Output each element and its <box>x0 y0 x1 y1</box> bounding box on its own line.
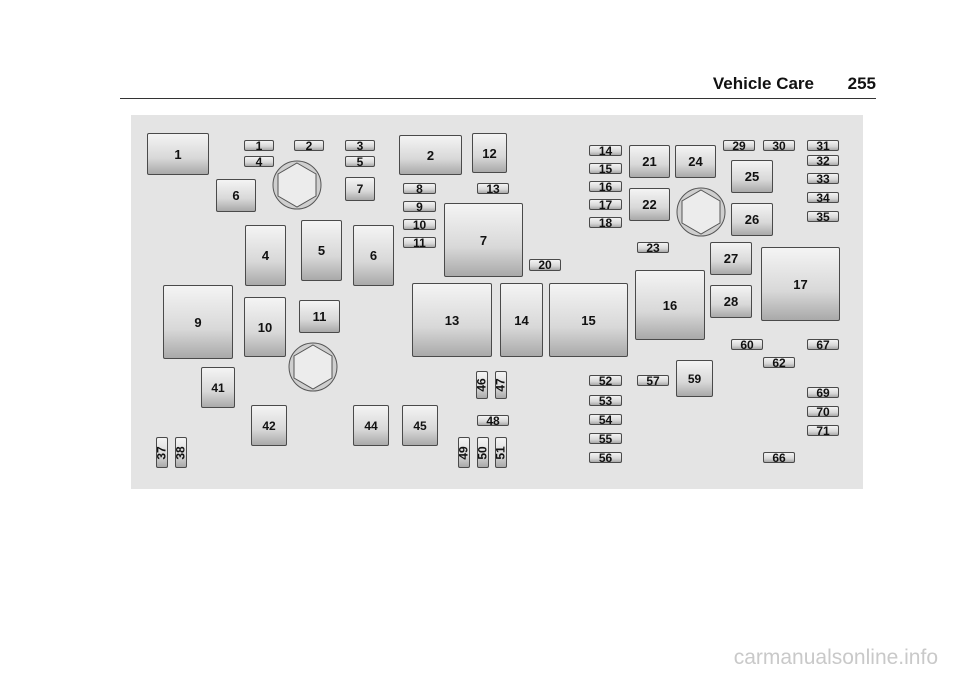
fuse-52: 52 <box>589 375 622 387</box>
fuse-29: 29 <box>723 140 755 152</box>
relay-9: 9 <box>163 285 233 359</box>
fuse-23: 23 <box>637 242 669 254</box>
relay-44: 44 <box>353 405 389 446</box>
hex-bolt-icon <box>676 187 726 237</box>
page-number: 255 <box>847 74 876 93</box>
relay-22: 22 <box>629 188 670 221</box>
fuse-3: 3 <box>345 140 375 152</box>
page-header: Vehicle Care 255 <box>120 72 876 98</box>
fuse-51: 51 <box>494 437 508 468</box>
relay-7: 7 <box>345 177 375 201</box>
relay-16: 16 <box>635 270 705 340</box>
relay-4: 4 <box>245 225 286 286</box>
fuse-10: 10 <box>403 219 436 231</box>
watermark-text: carmanualsonline.info <box>733 646 938 669</box>
relay-21: 21 <box>629 145 670 178</box>
relay-6b: 6 <box>353 225 394 286</box>
fuse-13: 13 <box>477 183 509 195</box>
fuse-50: 50 <box>476 437 490 468</box>
relay-10: 10 <box>244 297 286 357</box>
fuse-9: 9 <box>403 201 436 213</box>
relay-59: 59 <box>676 360 713 397</box>
fuse-11: 11 <box>403 237 436 249</box>
fuse-57: 57 <box>637 375 669 387</box>
relay-7b: 7 <box>444 203 523 277</box>
fuse-49: 49 <box>457 437 471 468</box>
fuse-60: 60 <box>731 339 763 351</box>
fuse-16: 16 <box>589 181 622 193</box>
relay-13: 13 <box>412 283 492 357</box>
fuse-38: 38 <box>174 437 188 468</box>
fuse-54: 54 <box>589 414 622 426</box>
fuse-block-diagram: 1 1 4 2 3 5 7 6 4 5 6 9 10 11 41 42 44 4… <box>131 115 863 489</box>
relay-24: 24 <box>675 145 716 178</box>
fuse-17: 17 <box>589 199 622 211</box>
fuse-5: 5 <box>345 156 375 168</box>
fuse-56: 56 <box>589 452 622 464</box>
relay-11: 11 <box>299 300 340 333</box>
fuse-53: 53 <box>589 395 622 407</box>
relay-6: 6 <box>216 179 256 212</box>
relay-27: 27 <box>710 242 752 275</box>
fuse-66: 66 <box>763 452 795 464</box>
fuse-67: 67 <box>807 339 839 351</box>
fuse-18: 18 <box>589 217 622 229</box>
relay-17: 17 <box>761 247 840 321</box>
fuse-55: 55 <box>589 433 622 445</box>
relay-26: 26 <box>731 203 773 236</box>
fuse-35: 35 <box>807 211 839 223</box>
fuse-69: 69 <box>807 387 839 399</box>
relay-15: 15 <box>549 283 628 357</box>
hex-bolt-icon <box>288 342 338 392</box>
fuse-33: 33 <box>807 173 839 185</box>
fuse-48: 48 <box>477 415 509 427</box>
relay-14: 14 <box>500 283 543 357</box>
relay-12: 12 <box>472 133 507 173</box>
fuse-62: 62 <box>763 357 795 369</box>
fuse-8: 8 <box>403 183 436 195</box>
hex-bolt-icon <box>272 160 322 210</box>
fuse-30: 30 <box>763 140 795 152</box>
fuse-1: 1 <box>244 140 274 152</box>
relay-45: 45 <box>402 405 438 446</box>
fuse-15: 15 <box>589 163 622 175</box>
section-title: Vehicle Care <box>712 74 814 93</box>
fuse-37: 37 <box>155 437 169 468</box>
relay-41: 41 <box>201 367 235 408</box>
relay-1: 1 <box>147 133 209 175</box>
relay-2: 2 <box>399 135 462 175</box>
relay-5: 5 <box>301 220 342 281</box>
fuse-34: 34 <box>807 192 839 204</box>
relay-25: 25 <box>731 160 773 193</box>
fuse-70: 70 <box>807 406 839 418</box>
header-rule <box>120 98 876 99</box>
fuse-71: 71 <box>807 425 839 437</box>
fuse-46: 46 <box>475 371 489 399</box>
fuse-14: 14 <box>589 145 622 157</box>
fuse-20: 20 <box>529 259 561 271</box>
relay-28: 28 <box>710 285 752 318</box>
fuse-31: 31 <box>807 140 839 152</box>
fuse-2: 2 <box>294 140 324 152</box>
relay-42: 42 <box>251 405 287 446</box>
fuse-47: 47 <box>494 371 508 399</box>
fuse-32: 32 <box>807 155 839 167</box>
fuse-4: 4 <box>244 156 274 168</box>
